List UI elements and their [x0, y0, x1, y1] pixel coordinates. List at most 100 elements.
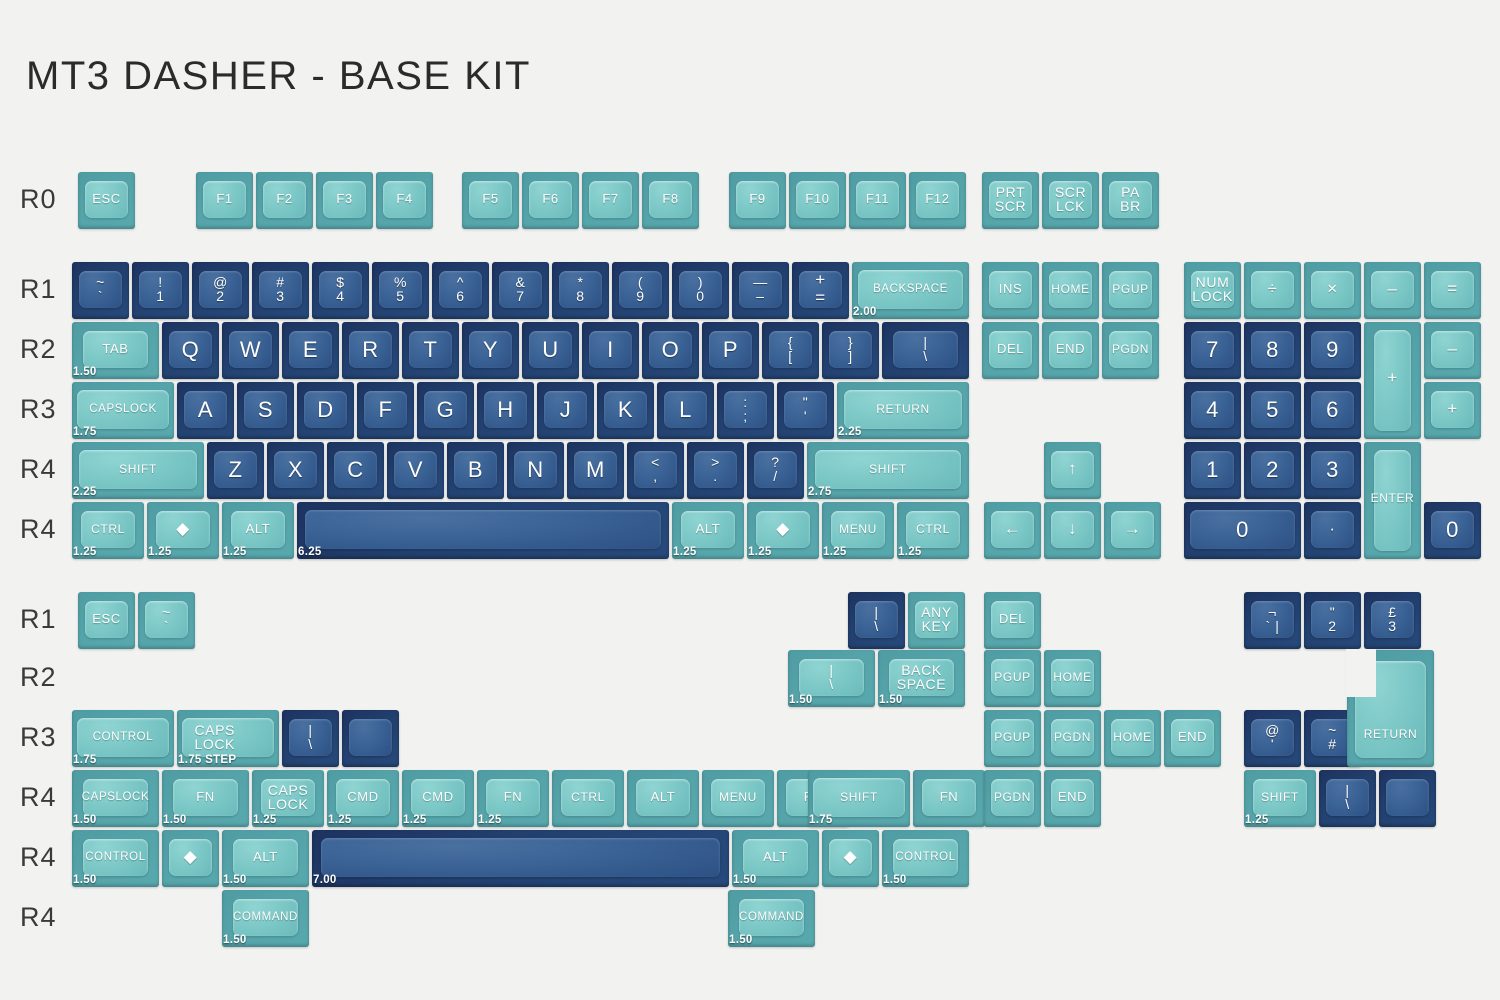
keycap-capslock[interactable]: CAPSLOCK — [72, 382, 174, 439]
keycap-b[interactable]: B — [447, 442, 504, 499]
keycap-blank-blank[interactable]: |\ — [282, 710, 339, 767]
keycap-control[interactable]: CONTROL — [882, 830, 969, 887]
keycap-cmd[interactable]: CMD — [327, 770, 399, 827]
keycap-f4[interactable]: F4 — [376, 172, 433, 229]
keycap-f7[interactable]: F7 — [582, 172, 639, 229]
keycap-del[interactable]: DEL — [982, 322, 1039, 379]
keycap-7[interactable]: 7 — [1184, 322, 1241, 379]
keycap-ins[interactable]: INS — [982, 262, 1039, 319]
keycap-z[interactable]: Z — [207, 442, 264, 499]
keycap-end[interactable]: END — [1042, 322, 1099, 379]
keycap-blank[interactable]: – — [1424, 322, 1481, 379]
keycap-k[interactable]: K — [597, 382, 654, 439]
keycap-backspace[interactable]: BACKSPACE — [852, 262, 969, 319]
keycap-blank-blank[interactable]: += — [792, 262, 849, 319]
keycap-f6[interactable]: F6 — [522, 172, 579, 229]
keycap-blank[interactable] — [312, 830, 729, 887]
keycap-blank[interactable]: ÷ — [1244, 262, 1301, 319]
keycap-menu[interactable]: MENU — [702, 770, 774, 827]
keycap-blank[interactable]: + — [1424, 382, 1481, 439]
keycap-blank[interactable]: ◆ — [162, 830, 219, 887]
keycap-p[interactable]: P — [702, 322, 759, 379]
keycap-f10[interactable]: F10 — [789, 172, 846, 229]
keycap-blank-blank[interactable]: @' — [1244, 710, 1301, 767]
keycap-r[interactable]: R — [342, 322, 399, 379]
keycap-o[interactable]: O — [642, 322, 699, 379]
keycap-9[interactable]: 9 — [1304, 322, 1361, 379]
keycap-return[interactable]: RETURN — [1346, 649, 1434, 767]
keycap-blank[interactable]: = — [1424, 262, 1481, 319]
keycap-fn[interactable]: FN — [913, 770, 985, 827]
keycap-pgup[interactable]: PGUP — [984, 650, 1041, 707]
keycap-alt[interactable]: ALT — [222, 502, 294, 559]
keycap-pgdn[interactable]: PGDN — [1044, 710, 1101, 767]
keycap-blank-1[interactable]: !1 — [132, 262, 189, 319]
keycap-home[interactable]: HOME — [1104, 710, 1161, 767]
keycap-f1[interactable]: F1 — [196, 172, 253, 229]
keycap-control[interactable]: CONTROL — [72, 830, 159, 887]
keycap-alt[interactable]: ALT — [627, 770, 699, 827]
keycap-home[interactable]: HOME — [1042, 262, 1099, 319]
keycap-4[interactable]: 4 — [1184, 382, 1241, 439]
keycap-f8[interactable]: F8 — [642, 172, 699, 229]
keycap-6[interactable]: 6 — [1304, 382, 1361, 439]
keycap-enter[interactable]: ENTER — [1364, 442, 1421, 559]
keycap-command[interactable]: COMMAND — [728, 890, 815, 947]
keycap-shift[interactable]: SHIFT — [1244, 770, 1316, 827]
keycap-blank-blank[interactable]: ~` — [72, 262, 129, 319]
keycap-h[interactable]: H — [477, 382, 534, 439]
keycap-m[interactable]: M — [567, 442, 624, 499]
keycap-d[interactable]: D — [297, 382, 354, 439]
keycap-n[interactable]: N — [507, 442, 564, 499]
keycap-blank-blank[interactable]: <, — [627, 442, 684, 499]
keycap-control[interactable]: CONTROL — [72, 710, 174, 767]
keycap-fn[interactable]: FN — [162, 770, 249, 827]
keycap-blank-blank[interactable]: }] — [822, 322, 879, 379]
keycap-blank[interactable]: – — [1364, 262, 1421, 319]
keycap-0[interactable]: 0 — [1424, 502, 1481, 559]
keycap-blank-blank[interactable]: >. — [687, 442, 744, 499]
keycap-blank-blank[interactable]: "' — [777, 382, 834, 439]
keycap-pgdn[interactable]: PGDN — [984, 770, 1041, 827]
keycap-ctrl[interactable]: CTRL — [897, 502, 969, 559]
keycap-blank[interactable]: ◆ — [822, 830, 879, 887]
keycap-f5[interactable]: F5 — [462, 172, 519, 229]
keycap-f11[interactable]: F11 — [849, 172, 906, 229]
keycap-blank[interactable]: ◆ — [747, 502, 819, 559]
keycap-blank[interactable]: ◆ — [147, 502, 219, 559]
keycap-blank-blank[interactable]: |\ — [788, 650, 875, 707]
keycap-command[interactable]: COMMAND — [222, 890, 309, 947]
keycap-blank[interactable]: ↓ — [1044, 502, 1101, 559]
keycap-5[interactable]: 5 — [1244, 382, 1301, 439]
keycap-blank-2[interactable]: "2 — [1304, 592, 1361, 649]
keycap-blank[interactable] — [297, 502, 669, 559]
keycap-blank-blank[interactable]: |\ — [848, 592, 905, 649]
keycap-blank[interactable]: ↑ — [1044, 442, 1101, 499]
keycap-blank-6[interactable]: ^6 — [432, 262, 489, 319]
keycap-f[interactable]: F — [357, 382, 414, 439]
keycap-blank-5[interactable]: %5 — [372, 262, 429, 319]
keycap-q[interactable]: Q — [162, 322, 219, 379]
keycap-cmd[interactable]: CMD — [402, 770, 474, 827]
keycap-g[interactable]: G — [417, 382, 474, 439]
keycap-menu[interactable]: MENU — [822, 502, 894, 559]
keycap-tab[interactable]: TAB — [72, 322, 159, 379]
keycap-end[interactable]: END — [1164, 710, 1221, 767]
keycap-f3[interactable]: F3 — [316, 172, 373, 229]
keycap-f12[interactable]: F12 — [909, 172, 966, 229]
keycap-s[interactable]: S — [237, 382, 294, 439]
keycap-blank-2[interactable]: @2 — [192, 262, 249, 319]
keycap-shift[interactable]: SHIFT — [807, 442, 969, 499]
keycap-pgup[interactable]: PGUP — [984, 710, 1041, 767]
keycap-a[interactable]: A — [177, 382, 234, 439]
keycap-0[interactable]: 0 — [1184, 502, 1301, 559]
keycap-esc[interactable]: ESC — [78, 172, 135, 229]
keycap-x[interactable]: X — [267, 442, 324, 499]
